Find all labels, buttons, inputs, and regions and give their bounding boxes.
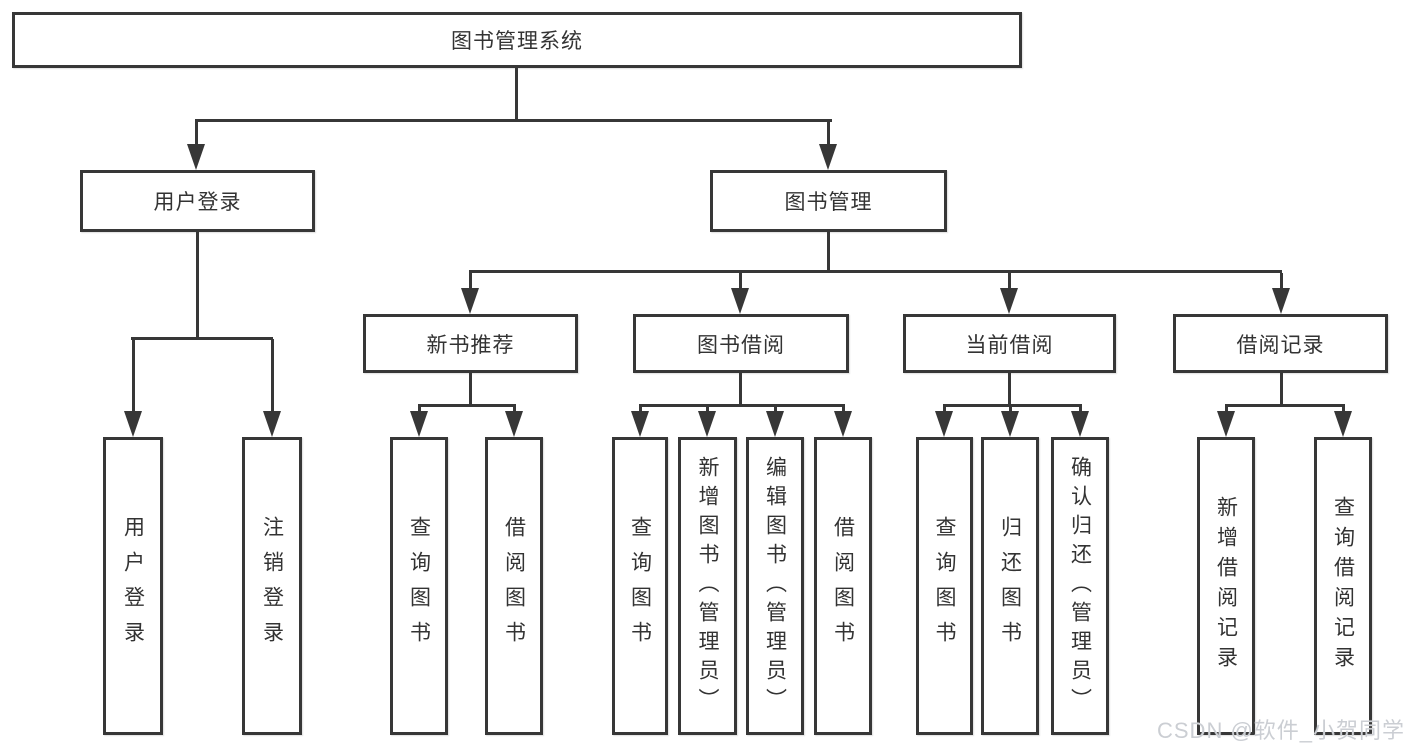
arrow-down-icon [834, 411, 852, 437]
arrow-down-icon [1001, 411, 1019, 437]
connector-current-split [943, 404, 1082, 407]
connector-leaf-drop [774, 407, 777, 413]
node-user-login-label: 用户登录 [153, 191, 242, 214]
leaf-user-logout: 注销登录 [242, 437, 302, 735]
connector-root-split [195, 119, 832, 122]
leaf-records-query-record-label: 查询借阅记录 [1331, 496, 1355, 676]
connector-records-split [1225, 404, 1345, 407]
arrow-down-icon [1334, 411, 1352, 437]
node-root-label: 图书管理系统 [451, 30, 583, 53]
connector-mgmt-split [469, 270, 1282, 273]
connector-current-stem [1008, 373, 1011, 406]
leaf-current-query-books-label: 查询图书 [933, 516, 956, 656]
connector-l3-drop4 [1280, 273, 1283, 290]
node-current-borrow-label: 当前借阅 [965, 333, 1054, 357]
arrow-down-icon [766, 411, 784, 437]
connector-leaf-drop [842, 407, 845, 413]
connector-leaf-drop [1342, 407, 1345, 413]
arrow-down-icon [819, 144, 837, 170]
connector-leaf-drop [706, 407, 709, 413]
connector-recommend-stem [469, 373, 472, 406]
connector-leaf-drop [1079, 407, 1082, 413]
connector-leaf-drop [943, 407, 946, 413]
leaf-recommend-borrow-books-label: 借阅图书 [502, 516, 526, 656]
connector-leaf-drop [1009, 407, 1012, 413]
connector-borrow-stem [739, 373, 742, 406]
arrow-down-icon [935, 411, 953, 437]
connector-user-drop1 [132, 339, 135, 412]
node-book-management: 图书管理 [710, 170, 947, 232]
leaf-borrow-add-books-admin-label: 新增图书（管理员） [696, 455, 719, 717]
arrow-down-icon [461, 288, 479, 314]
node-root: 图书管理系统 [12, 12, 1022, 68]
connector-l3-drop1 [469, 273, 472, 290]
leaf-user-login-label: 用户登录 [121, 516, 145, 656]
node-new-book-recommend-label: 新书推荐 [426, 333, 515, 357]
connector-leaf-drop [418, 407, 421, 413]
node-book-borrow-label: 图书借阅 [697, 333, 785, 357]
leaf-borrow-add-books-admin: 新增图书（管理员） [678, 437, 737, 735]
leaf-user-logout-label: 注销登录 [260, 516, 284, 656]
arrow-down-icon [698, 411, 716, 437]
arrow-down-icon [1071, 411, 1089, 437]
connector-leaf-drop [1225, 407, 1228, 413]
connector-user-login-drop [195, 121, 198, 146]
leaf-current-return-books-label: 归还图书 [998, 516, 1022, 656]
connector-root-stem [515, 68, 518, 120]
leaf-recommend-query-books-label: 查询图书 [407, 516, 431, 656]
watermark: CSDN @软件_小贺同学 [1157, 718, 1405, 743]
connector-user-stem [196, 232, 199, 339]
leaf-borrow-borrow-books-label: 借阅图书 [831, 516, 855, 656]
connector-l3-drop2 [739, 273, 742, 290]
arrow-down-icon [410, 411, 428, 437]
node-borrow-records: 借阅记录 [1173, 314, 1388, 373]
connector-user-drop2 [271, 339, 274, 412]
connector-mgmt-stem [827, 232, 830, 272]
arrow-down-icon [263, 411, 281, 437]
arrow-down-icon [1272, 288, 1290, 314]
arrow-down-icon [1217, 411, 1235, 437]
leaf-current-confirm-return-admin: 确认归还（管理员） [1051, 437, 1109, 735]
leaf-borrow-edit-books-admin-label: 编辑图书（管理员） [763, 455, 787, 717]
node-new-book-recommend: 新书推荐 [363, 314, 578, 373]
arrow-down-icon [124, 411, 142, 437]
node-book-management-label: 图书管理 [784, 191, 873, 214]
leaf-borrow-borrow-books: 借阅图书 [814, 437, 872, 735]
leaf-current-query-books: 查询图书 [916, 437, 973, 735]
arrow-down-icon [1000, 288, 1018, 314]
connector-records-stem [1280, 373, 1283, 406]
leaf-current-return-books: 归还图书 [981, 437, 1039, 735]
leaf-records-add-record: 新增借阅记录 [1197, 437, 1255, 735]
arrow-down-icon [731, 288, 749, 314]
arrow-down-icon [631, 411, 649, 437]
node-current-borrow: 当前借阅 [903, 314, 1116, 373]
connector-user-split [131, 337, 273, 340]
node-user-login: 用户登录 [80, 170, 315, 232]
connector-recommend-split [418, 404, 516, 407]
connector-leaf-drop [513, 407, 516, 413]
leaf-records-query-record: 查询借阅记录 [1314, 437, 1372, 735]
leaf-borrow-query-books: 查询图书 [612, 437, 668, 735]
connector-borrow-split [639, 404, 845, 407]
leaf-user-login: 用户登录 [103, 437, 163, 735]
leaf-recommend-query-books: 查询图书 [390, 437, 448, 735]
leaf-records-add-record-label: 新增借阅记录 [1214, 496, 1238, 676]
node-book-borrow: 图书借阅 [633, 314, 849, 373]
leaf-borrow-edit-books-admin: 编辑图书（管理员） [746, 437, 804, 735]
arrow-down-icon [187, 144, 205, 170]
connector-book-mgmt-drop [827, 121, 830, 146]
leaf-recommend-borrow-books: 借阅图书 [485, 437, 543, 735]
arrow-down-icon [505, 411, 523, 437]
leaf-borrow-query-books-label: 查询图书 [628, 516, 652, 656]
node-borrow-records-label: 借阅记录 [1236, 333, 1325, 357]
connector-leaf-drop [639, 407, 642, 413]
connector-l3-drop3 [1008, 273, 1011, 290]
leaf-current-confirm-return-admin-label: 确认归还（管理员） [1068, 455, 1092, 717]
